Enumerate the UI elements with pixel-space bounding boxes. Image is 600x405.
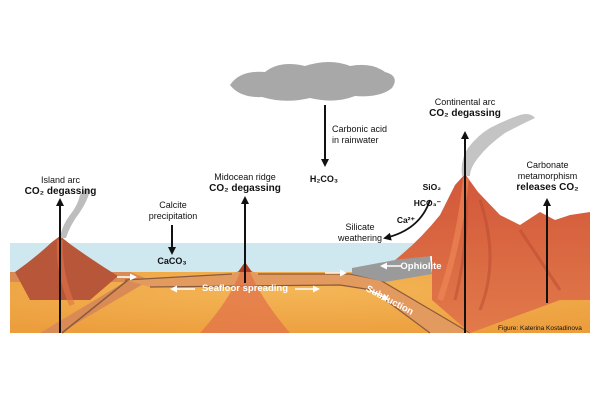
- caco3-label: CaCO₃: [157, 256, 187, 266]
- ophiolite-wedge: [352, 256, 432, 282]
- seafloor-spreading-label: Seafloor spreading: [201, 283, 289, 294]
- sio2-label: SiO₂: [422, 182, 441, 192]
- ca2-label: Ca²⁺: [396, 215, 415, 225]
- oceanic-crust: [125, 268, 470, 333]
- subduction-arrow: [369, 289, 389, 300]
- figure-credit: Figure: Katerina Kostadinova: [498, 325, 582, 332]
- rain-cloud: [230, 62, 395, 101]
- island-smoke: [60, 189, 90, 238]
- ophiolite-label: Ophiolite: [400, 261, 442, 272]
- midocean-label: Midocean ridge CO₂ degassing: [209, 172, 281, 194]
- island-arc-label: Island arc CO₂ degassing: [24, 175, 97, 197]
- hco3-label: HCO₃⁻: [413, 198, 441, 208]
- ridge-upwelling: [200, 272, 290, 333]
- island-volcano: [15, 236, 118, 300]
- calcite-label: Calcite precipitation: [148, 200, 198, 221]
- left-plate-edge: [61, 279, 129, 334]
- silicate-weathering-label: Silicate weathering: [337, 222, 383, 243]
- h2co3-label: H₂CO₃: [309, 174, 339, 184]
- carbonate-metamorphism-label: Carbonate metamorphism releases CO₂: [516, 160, 579, 193]
- continental-arc-label: Continental arc CO₂ degassing: [429, 97, 501, 119]
- carbonic-acid-label: Carbonic acid in rainwater: [332, 124, 388, 145]
- silicate-weathering-arrow: [383, 199, 431, 241]
- continental-smoke: [461, 114, 535, 176]
